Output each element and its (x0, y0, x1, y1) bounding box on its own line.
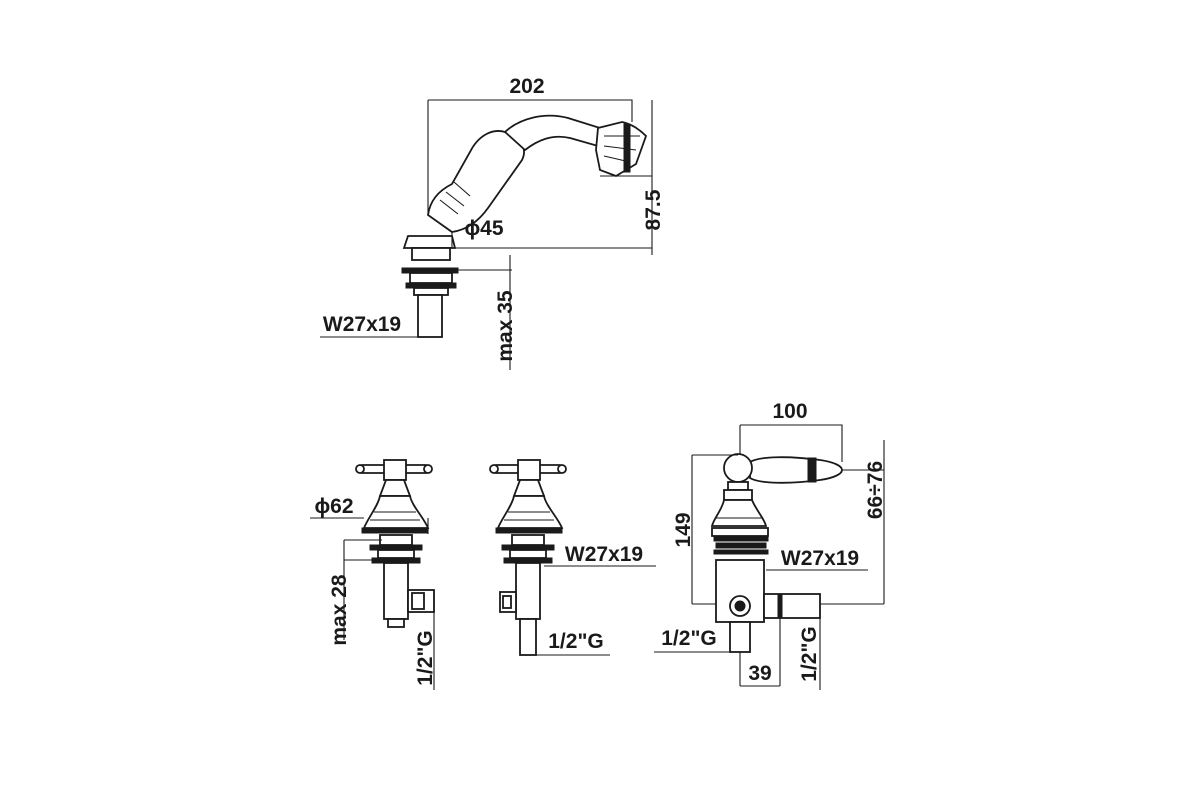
dim-39: 39 (748, 662, 771, 685)
dim-pipe-bottom-right: 1/2"G (661, 627, 716, 650)
middle-valve-dimensions (520, 565, 656, 656)
dim-thread-w27x19-right: W27x19 (781, 547, 859, 570)
dim-diameter-62: ϕ62 (314, 495, 353, 518)
lever-diverter-drawing (710, 453, 843, 653)
dim-max-35: max 35 (494, 290, 517, 362)
dim-pipe-left-valve: 1/2"G (414, 630, 437, 685)
hand-shower-drawing (401, 114, 648, 338)
dim-202: 202 (509, 75, 544, 98)
dim-66-76: 66÷76 (864, 461, 887, 519)
dim-100: 100 (772, 400, 807, 423)
left-valve-dimensions (310, 517, 435, 690)
left-valve-drawing (355, 459, 435, 628)
hand-shower-dimensions (320, 99, 653, 370)
dim-diameter-45: ϕ45 (464, 217, 503, 240)
dim-pipe-middle-valve: 1/2"G (548, 630, 603, 653)
dim-pipe-side-right: 1/2"G (798, 626, 821, 681)
dim-87-5: 87.5 (642, 189, 665, 230)
dim-max-28: max 28 (328, 574, 351, 646)
dim-thread-w27x19-middle: W27x19 (565, 543, 643, 566)
lever-diverter-dimensions (654, 424, 885, 690)
dim-149: 149 (672, 512, 695, 547)
dim-thread-w27x19-top: W27x19 (323, 313, 401, 336)
middle-valve-drawing (489, 459, 567, 656)
